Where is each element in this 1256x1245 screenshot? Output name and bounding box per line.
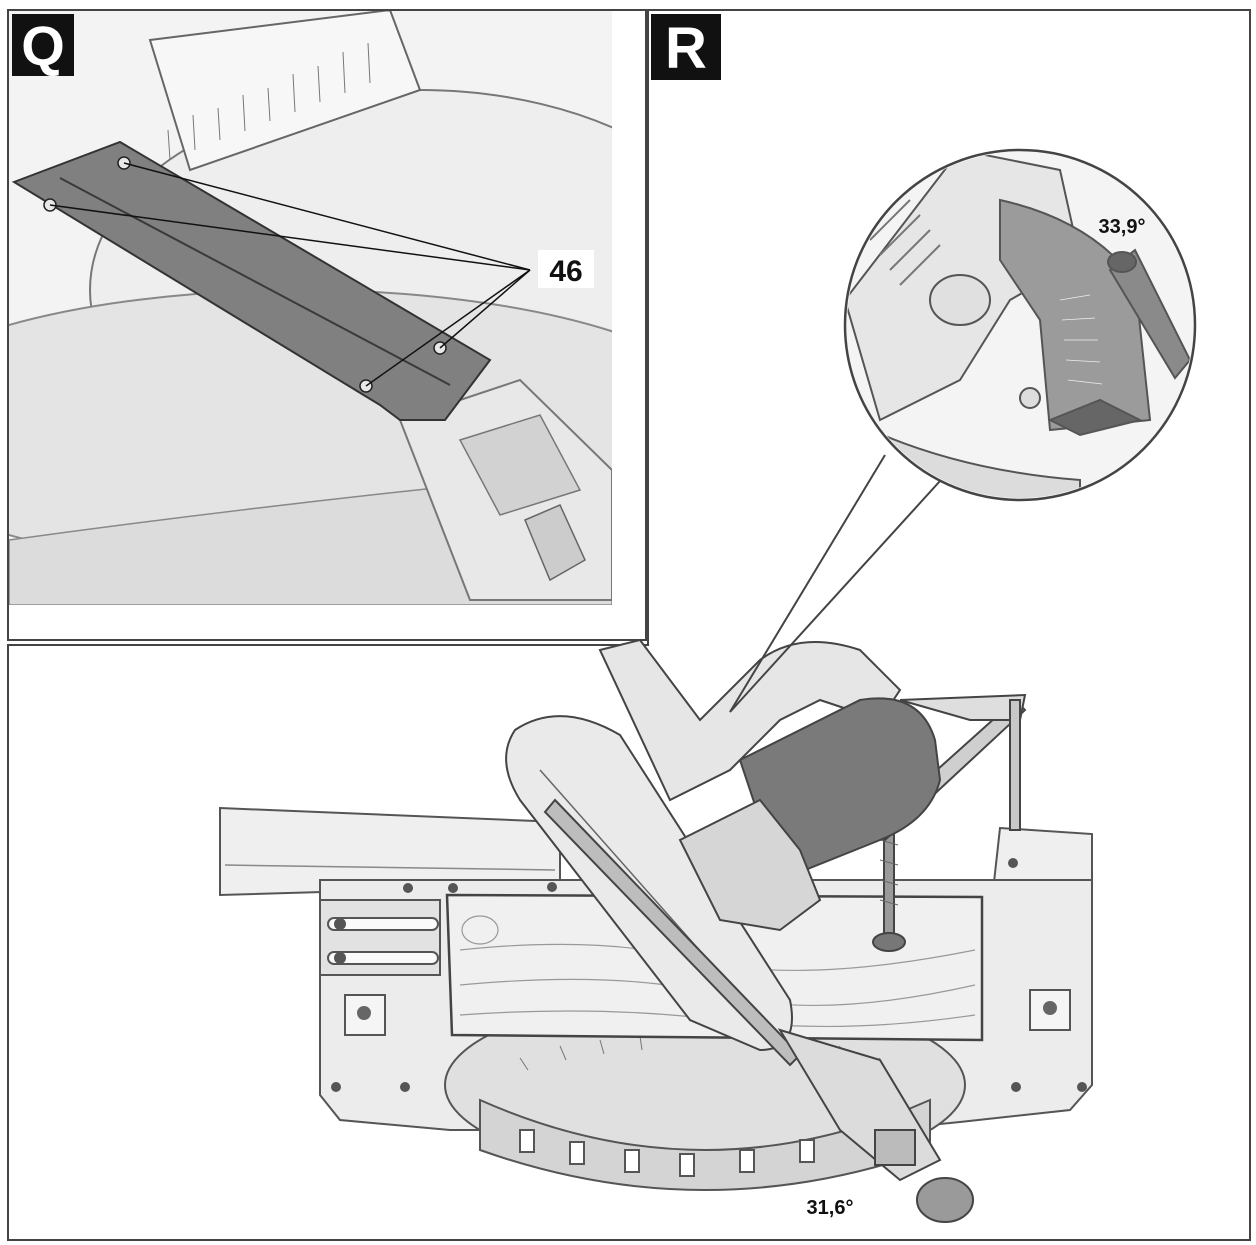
panel-r: R xyxy=(7,9,1251,1241)
callout-46-leaders xyxy=(49,162,531,387)
saw-blade xyxy=(543,798,802,1067)
panel-q-badge xyxy=(12,14,74,76)
panel-r-badge xyxy=(651,14,721,80)
saw-handle xyxy=(598,638,902,802)
panel-r-badge-label: R xyxy=(665,16,707,81)
saw-motor xyxy=(738,697,942,882)
callout-46: 46 xyxy=(549,255,582,288)
miter-angle-label: 31,6° xyxy=(807,1197,854,1219)
panel-q-badge-label: Q xyxy=(21,14,65,77)
saw-head xyxy=(505,638,974,1223)
panel-q: Q 46 xyxy=(7,9,647,641)
miter-knob xyxy=(916,1177,974,1223)
bevel-angle-label: 33,9° xyxy=(1099,216,1146,238)
panel-q-illustration xyxy=(9,11,612,605)
detail-magnifier xyxy=(729,148,1197,713)
panel-r-frame xyxy=(7,9,1251,1241)
fence-scale xyxy=(148,11,422,172)
